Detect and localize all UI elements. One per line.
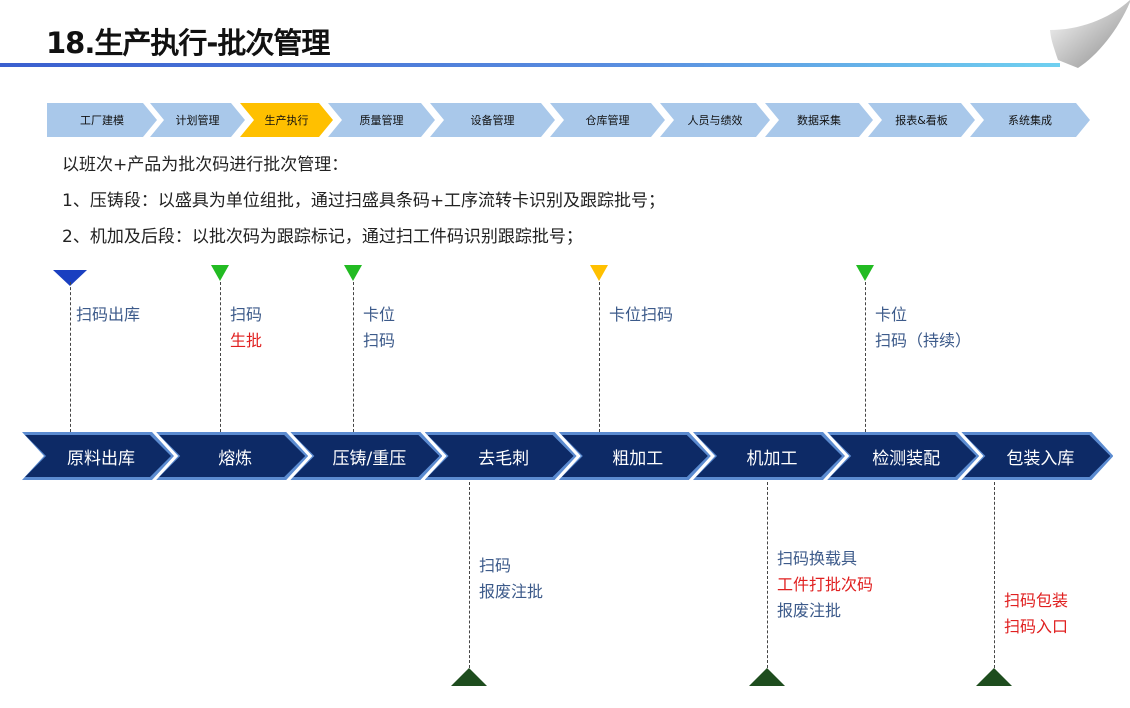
marker-triangle-icon <box>211 265 229 281</box>
dashed-connector <box>599 282 600 432</box>
marker-label-line: 扫码（持续） <box>875 331 972 350</box>
marker-label-line: 报废注批 <box>479 582 544 601</box>
process-step: 压铸/重压 <box>290 432 442 480</box>
marker-label-line: 生批 <box>230 331 263 350</box>
nav-tab[interactable]: 计划管理 <box>150 103 245 137</box>
nav-tab[interactable]: 设备管理 <box>430 103 555 137</box>
marker-label: 卡位扫码 <box>363 302 395 354</box>
process-step-label: 粗加工 <box>562 435 708 477</box>
marker-label-line: 卡位扫码 <box>609 305 674 324</box>
marker-label-line: 扫码入口 <box>1004 617 1069 636</box>
nav-tab[interactable]: 工厂建模 <box>47 103 157 137</box>
marker-triangle-icon <box>344 265 362 281</box>
process-step-label: 包装入库 <box>964 435 1110 477</box>
dashed-connector <box>70 282 71 432</box>
marker-label: 扫码生批 <box>230 302 262 354</box>
marker-label-line: 卡位 <box>363 305 396 324</box>
dashed-connector <box>220 282 221 432</box>
marker-label-line: 扫码出库 <box>76 305 141 324</box>
marker-label-line: 卡位 <box>875 305 908 324</box>
page-title: 18.生产执行-批次管理 <box>46 26 330 60</box>
process-step-label: 压铸/重压 <box>293 435 439 477</box>
marker-label: 扫码换载具工件打批次码报废注批 <box>777 546 873 624</box>
nav-tab[interactable]: 报表&看板 <box>868 103 975 137</box>
marker-triangle-icon <box>749 668 785 686</box>
intro-line: 以班次+产品为批次码进行批次管理： <box>62 155 349 175</box>
marker-label-line: 扫码换载具 <box>777 549 858 568</box>
process-step: 原料出库 <box>22 432 174 480</box>
intro-line: 2、机加及后段：以批次码为跟踪标记，通过扫工件码识别跟踪批号； <box>62 227 583 247</box>
dashed-connector <box>469 482 470 668</box>
process-step: 熔炼 <box>156 432 308 480</box>
dashed-connector <box>994 482 995 668</box>
nav-tab[interactable]: 仓库管理 <box>550 103 665 137</box>
marker-label: 扫码包装扫码入口 <box>1004 588 1068 640</box>
process-step-label: 机加工 <box>696 435 842 477</box>
dashed-connector <box>865 282 866 432</box>
nav-tab[interactable]: 系统集成 <box>970 103 1090 137</box>
process-step: 机加工 <box>693 432 845 480</box>
marker-triangle-icon <box>53 270 87 286</box>
marker-triangle-icon <box>590 265 608 281</box>
process-step: 检测装配 <box>827 432 979 480</box>
process-step: 包装入库 <box>961 432 1113 480</box>
marker-label-line: 扫码包装 <box>1004 591 1069 610</box>
marker-label-line: 工件打批次码 <box>777 575 874 594</box>
nav-tab[interactable]: 生产执行 <box>240 103 333 137</box>
nav-tab[interactable]: 质量管理 <box>328 103 435 137</box>
marker-label: 卡位扫码（持续） <box>875 302 971 354</box>
dashed-connector <box>767 482 768 668</box>
process-step-label: 原料出库 <box>25 435 171 477</box>
marker-label-line: 扫码 <box>363 331 396 350</box>
marker-label-line: 报废注批 <box>777 601 842 620</box>
marker-label-line: 扫码 <box>479 556 512 575</box>
marker-triangle-icon <box>976 668 1012 686</box>
process-step: 去毛刺 <box>425 432 577 480</box>
process-step-label: 检测装配 <box>830 435 976 477</box>
dashed-connector <box>353 282 354 432</box>
marker-triangle-icon <box>856 265 874 281</box>
marker-label-line: 扫码 <box>230 305 263 324</box>
process-step-label: 熔炼 <box>159 435 305 477</box>
title-divider <box>0 63 1060 67</box>
marker-triangle-icon <box>451 668 487 686</box>
nav-tab[interactable]: 人员与绩效 <box>660 103 770 137</box>
process-step: 粗加工 <box>559 432 711 480</box>
intro-line: 1、压铸段：以盛具为单位组批，通过扫盛具条码+工序流转卡识别及跟踪批号； <box>62 191 666 211</box>
marker-label: 扫码报废注批 <box>479 553 543 605</box>
nav-tab[interactable]: 数据采集 <box>765 103 873 137</box>
marker-label: 卡位扫码 <box>609 302 673 328</box>
marker-label: 扫码出库 <box>76 302 140 328</box>
process-step-label: 去毛刺 <box>428 435 574 477</box>
page-curl-icon <box>1050 0 1130 68</box>
